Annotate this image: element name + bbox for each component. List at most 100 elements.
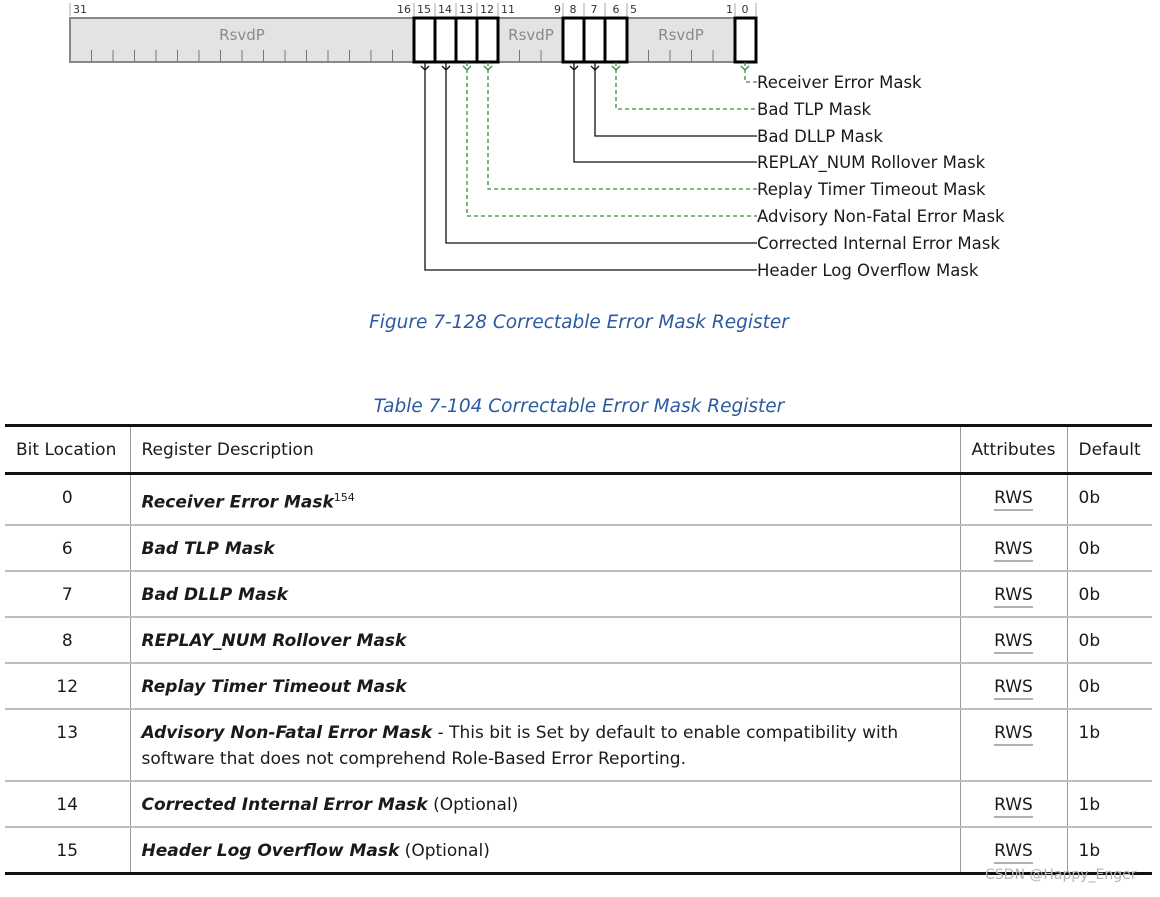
bit-location-cell: 6 xyxy=(5,523,130,571)
field-description: - This bit is Set by default to enable c… xyxy=(141,722,899,769)
register-description-cell: Bad DLLP Mask xyxy=(129,569,960,617)
rsvd-label-2: RsvdP xyxy=(508,26,554,44)
attribute-link[interactable]: RWS xyxy=(994,840,1033,864)
bit-location-cell: 14 xyxy=(5,779,130,827)
attribute-link[interactable]: RWS xyxy=(994,538,1033,562)
bit-number-13: 13 xyxy=(459,3,473,16)
bit-number-6: 6 xyxy=(613,3,620,16)
attributes-cell: RWS xyxy=(959,615,1067,663)
field-label-advisory-nonfatal: Advisory Non-Fatal Error Mask xyxy=(757,207,1005,226)
attributes-cell: RWS xyxy=(959,779,1067,827)
leader-bit-15 xyxy=(424,62,757,271)
attributes-cell: RWS xyxy=(959,523,1067,571)
register-description-cell: Bad TLP Mask xyxy=(129,523,960,571)
attributes-cell: RWS xyxy=(959,825,1067,875)
reserved-field-11-9 xyxy=(497,17,564,63)
attribute-link[interactable]: RWS xyxy=(994,487,1033,511)
field-description: (Optional) xyxy=(427,794,519,815)
default-cell: 1b xyxy=(1066,707,1152,781)
field-label-replay-num: REPLAY_NUM Rollover Mask xyxy=(757,153,986,173)
rsvd-label-1: RsvdP xyxy=(219,26,265,44)
table-row: 12 Replay Timer Timeout Mask RWS 0b xyxy=(5,661,1152,709)
register-description-cell: Receiver Error Mask154 xyxy=(129,473,960,525)
register-description-cell: REPLAY_NUM Rollover Mask xyxy=(129,615,960,663)
field-name: REPLAY_NUM Rollover Mask xyxy=(141,630,407,651)
table-caption: Table 7-104 Correctable Error Mask Regis… xyxy=(373,396,785,417)
field-label-header-log: Header Log Overflow Mask xyxy=(757,261,979,280)
field-name: Bad DLLP Mask xyxy=(141,584,288,605)
bit-13-box xyxy=(454,16,479,64)
field-label-replay-timer: Replay Timer Timeout Mask xyxy=(757,180,986,199)
attributes-cell: RWS xyxy=(959,661,1067,709)
default-cell: 1b xyxy=(1066,779,1152,827)
leader-bit-13 xyxy=(466,62,757,217)
attributes-cell: RWS xyxy=(959,707,1067,781)
bit-location-cell: 8 xyxy=(5,615,130,663)
attribute-link[interactable]: RWS xyxy=(994,676,1033,700)
bit-number-9: 9 xyxy=(554,3,561,16)
bit-14-box xyxy=(433,16,458,64)
register-description-cell: Advisory Non-Fatal Error Mask - This bit… xyxy=(129,707,960,781)
leader-bit-14 xyxy=(445,62,757,244)
bit-number-7: 7 xyxy=(591,3,598,16)
bit-6-box xyxy=(603,16,629,64)
register-description-cell: Header Log Overflow Mask (Optional) xyxy=(129,825,960,875)
default-cell: 0b xyxy=(1066,615,1152,663)
reserved-field-5-1 xyxy=(626,17,736,63)
attribute-link[interactable]: RWS xyxy=(994,722,1033,746)
bit-8-box xyxy=(561,16,586,64)
bit-number-16: 16 xyxy=(397,3,411,16)
attribute-link[interactable]: RWS xyxy=(994,794,1033,818)
register-description-cell: Corrected Internal Error Mask (Optional) xyxy=(129,779,960,827)
bit-location-cell: 13 xyxy=(5,707,130,781)
header-default: Default xyxy=(1066,424,1152,475)
bit-7-box xyxy=(582,16,607,64)
bit-number-0: 0 xyxy=(742,3,749,16)
header-register-description: Register Description xyxy=(129,424,960,475)
default-cell: 0b xyxy=(1066,523,1152,571)
field-name: Header Log Overflow Mask xyxy=(141,840,400,861)
bit-location-cell: 12 xyxy=(5,661,130,709)
default-cell: 0b xyxy=(1066,569,1152,617)
bit-location-cell: 7 xyxy=(5,569,130,617)
leader-bit-12 xyxy=(487,62,757,190)
attributes-cell: RWS xyxy=(959,473,1067,525)
field-label-receiver-error: Receiver Error Mask xyxy=(757,73,922,92)
bit-15-box xyxy=(412,16,437,64)
bit-number-5: 5 xyxy=(630,3,637,16)
bit-location-cell: 15 xyxy=(5,825,130,875)
field-description: (Optional) xyxy=(399,840,490,861)
watermark: CSDN @Happy_Enger xyxy=(985,867,1137,883)
field-label-bad-tlp: Bad TLP Mask xyxy=(757,100,872,119)
leader-bit-6 xyxy=(615,62,757,110)
attribute-link[interactable]: RWS xyxy=(994,630,1033,654)
table-row: 6 Bad TLP Mask RWS 0b xyxy=(5,523,1152,571)
bit-12-box xyxy=(475,16,500,64)
rsvd-label-3: RsvdP xyxy=(658,26,704,44)
field-label-bad-dllp: Bad DLLP Mask xyxy=(757,127,883,146)
default-cell: 1b xyxy=(1066,825,1152,875)
field-name: Advisory Non-Fatal Error Mask xyxy=(141,722,433,743)
field-name: Replay Timer Timeout Mask xyxy=(141,676,407,697)
figure-caption: Figure 7-128 Correctable Error Mask Regi… xyxy=(369,312,789,333)
bit-number-1: 1 xyxy=(726,3,733,16)
register-diagram: RsvdP RsvdP RsvdP 31 16 15 14 13 12 11 9… xyxy=(69,3,1005,280)
bit-number-12: 12 xyxy=(480,3,494,16)
leader-bit-7 xyxy=(594,62,757,137)
bit-number-15: 15 xyxy=(417,3,431,16)
bit-number-14: 14 xyxy=(438,3,452,16)
field-label-corrected-internal: Corrected Internal Error Mask xyxy=(757,234,1000,253)
default-cell: 0b xyxy=(1066,661,1152,709)
register-description-cell: Replay Timer Timeout Mask xyxy=(129,661,960,709)
bit-number-8: 8 xyxy=(570,3,577,16)
field-name: Bad TLP Mask xyxy=(141,538,275,559)
leader-bit-0 xyxy=(744,62,757,83)
table-row: 8 REPLAY_NUM Rollover Mask RWS 0b xyxy=(5,615,1152,663)
table-header-row: Bit Location Register Description Attrib… xyxy=(5,424,1152,475)
footnote-reference[interactable]: 154 xyxy=(333,491,355,504)
attribute-link[interactable]: RWS xyxy=(994,584,1033,608)
